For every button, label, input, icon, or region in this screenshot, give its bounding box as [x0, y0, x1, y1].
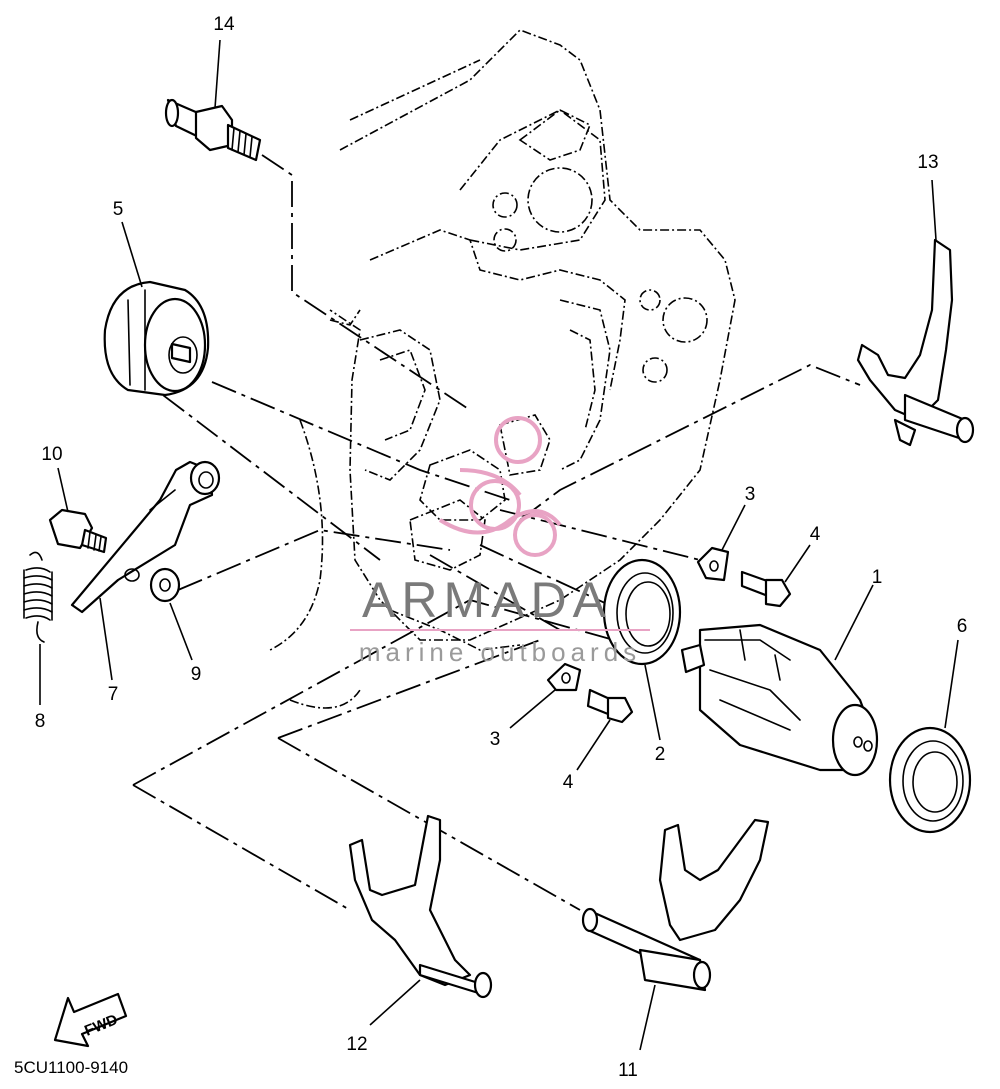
callout-10-label: 10 — [41, 444, 62, 465]
callout-7: 7 — [99, 597, 119, 705]
callout-11: 11 — [618, 984, 656, 1081]
callout-9-label: 9 — [191, 664, 202, 685]
watermark-subtitle: marine outboards — [359, 637, 641, 667]
callout-12: 12 — [346, 979, 421, 1055]
part-8-spring — [23, 551, 53, 643]
part-3-plate-lower — [546, 662, 582, 692]
callout-11-label: 11 — [618, 1060, 638, 1081]
part-2-bearing — [602, 558, 682, 666]
part-10-bolt — [48, 508, 108, 554]
callout-6-label: 6 — [957, 616, 968, 637]
part-7-lever — [70, 460, 221, 614]
callout-4-lower: 4 — [563, 719, 611, 793]
callout-7-label: 7 — [108, 684, 119, 705]
callout-13: 13 — [917, 152, 939, 241]
part-14-bolt — [164, 98, 262, 162]
callout-6: 6 — [944, 616, 968, 729]
part-9-washer — [149, 567, 181, 603]
callout-10: 10 — [41, 444, 69, 513]
part-11-shift-fork — [581, 818, 770, 992]
callout-8-label: 8 — [35, 711, 46, 732]
callout-2: 2 — [644, 664, 666, 765]
callout-14: 14 — [213, 14, 235, 109]
callout-3-upper-label: 3 — [745, 484, 756, 505]
part-6-bearing — [888, 726, 972, 834]
part-4-bolt-upper — [740, 570, 792, 608]
callout-5: 5 — [113, 199, 143, 288]
part-5-segment — [103, 280, 210, 397]
armada-logo — [438, 416, 562, 557]
part-13-shift-fork — [856, 238, 975, 447]
callout-3-lower: 3 — [490, 689, 556, 750]
callout-14-label: 14 — [213, 14, 235, 35]
watermark-brand: ARMADA — [362, 572, 612, 628]
callout-3-lower-label: 3 — [490, 729, 501, 750]
callout-1-label: 1 — [872, 567, 883, 588]
callout-9: 9 — [169, 602, 202, 685]
callout-5-label: 5 — [113, 199, 124, 220]
part-3-plate-upper — [696, 546, 730, 582]
callout-4-upper-label: 4 — [810, 524, 821, 545]
callout-1: 1 — [834, 567, 883, 661]
callout-3-upper: 3 — [721, 484, 756, 551]
assembly-leader-lines — [129, 154, 861, 911]
callout-2-label: 2 — [655, 744, 666, 765]
armada-watermark: ARMADA marine outboards — [350, 416, 650, 667]
callout-8: 8 — [35, 644, 46, 732]
crankcase-outline — [269, 29, 736, 709]
callout-4-lower-label: 4 — [563, 772, 574, 793]
part-1-shift-drum — [680, 623, 879, 777]
fwd-direction-arrow: FWD — [53, 992, 128, 1048]
figure-code: 5CU1100-9140 — [14, 1058, 128, 1077]
callout-4-upper: 4 — [784, 524, 821, 583]
part-12-shift-fork — [348, 814, 493, 999]
part-4-bolt-lower — [586, 688, 634, 724]
callout-12-label: 12 — [346, 1034, 367, 1055]
callout-13-label: 13 — [917, 152, 938, 173]
